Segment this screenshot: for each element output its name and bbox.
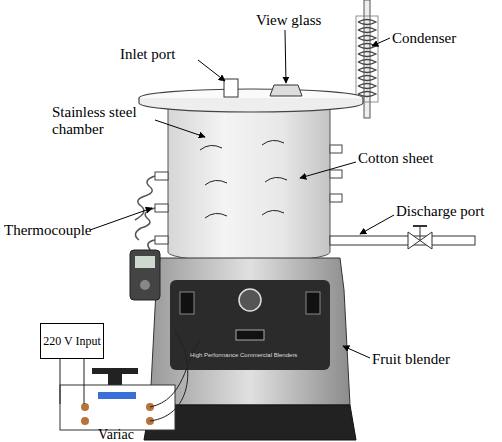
- part-label: Stainless steel chamber: [52, 104, 152, 138]
- part-label: Inlet port: [120, 46, 175, 63]
- panel-text: High Performance Commercial Blenders: [190, 352, 297, 359]
- node-text: Variac: [98, 428, 134, 442]
- power-wire: [60, 359, 84, 404]
- variac-label: Variac: [88, 428, 144, 442]
- part-label: View glass: [256, 12, 321, 29]
- leader-lines: [90, 30, 394, 358]
- power-input-box: 220 V Input: [40, 323, 104, 359]
- discharge-pipe: [330, 226, 475, 249]
- chamber: [155, 100, 342, 262]
- blender-base: [144, 258, 356, 440]
- thermocouple: [130, 176, 160, 300]
- part-label: Fruit blender: [372, 351, 450, 368]
- node-text: 220 V Input: [43, 334, 101, 348]
- lid: [139, 79, 363, 112]
- part-label: Thermocouple: [4, 222, 91, 239]
- part-label: Discharge port: [396, 203, 484, 220]
- part-label: Cotton sheet: [358, 150, 433, 167]
- part-label: Condenser: [392, 30, 456, 47]
